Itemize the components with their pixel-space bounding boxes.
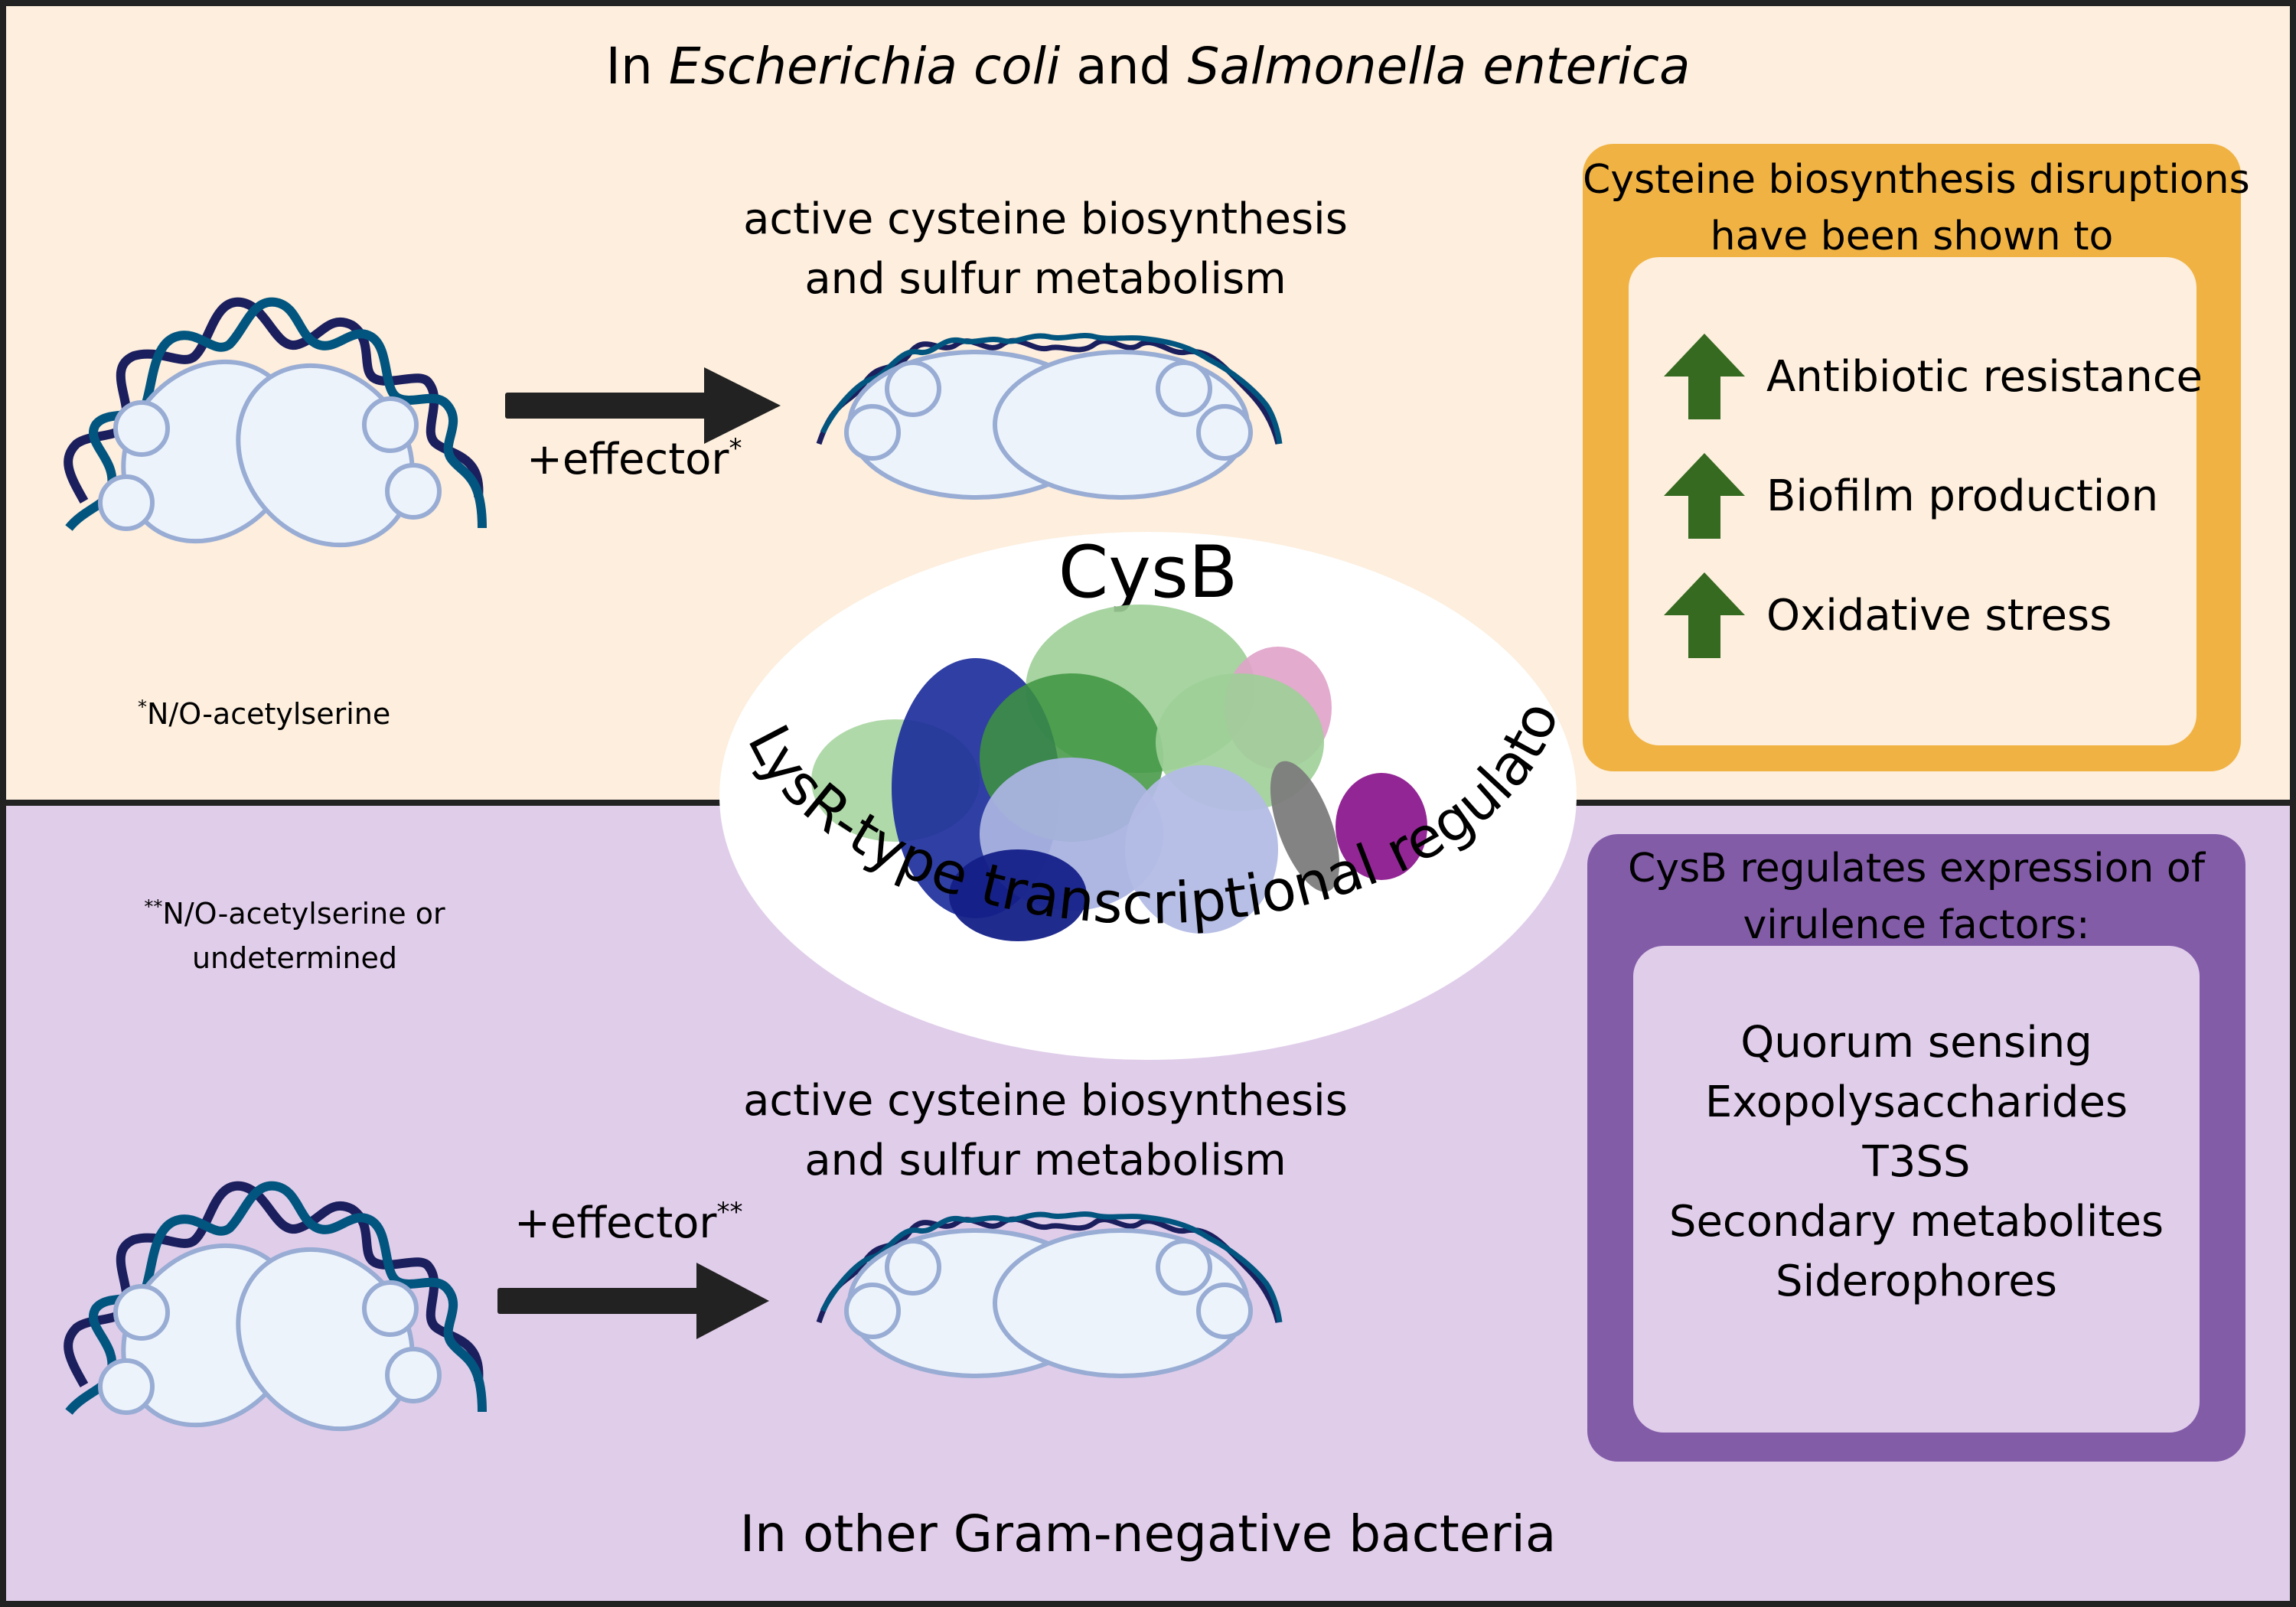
virulence-factor: Quorum sensing bbox=[1740, 1018, 2092, 1068]
dna-binding-domain bbox=[844, 1283, 901, 1339]
bottom-panel-title: In other Gram-negative bacteria bbox=[739, 1504, 1557, 1563]
footnote-text: N/O-acetylserine or bbox=[162, 897, 445, 931]
footnote-marker: ** bbox=[144, 896, 163, 918]
virulence-factor: Siderophores bbox=[1776, 1257, 2057, 1306]
species-escherichia-coli: Escherichia coli bbox=[668, 37, 1061, 96]
disruptions-inner-panel: Antibiotic resistance Biofilm production… bbox=[1629, 257, 2203, 745]
title-prefix: In bbox=[605, 37, 669, 96]
virulence-heading: CysB regulates expression of virulence f… bbox=[1587, 840, 2245, 953]
effector-arrow-bottom bbox=[497, 1263, 769, 1339]
effector-label-top: +effector* bbox=[527, 433, 742, 484]
dna-binding-domain bbox=[113, 400, 170, 457]
heading-line-2: virulence factors: bbox=[1743, 902, 2090, 948]
protein-dimer bbox=[844, 350, 1253, 500]
footnote-text: N/O-acetylserine bbox=[147, 697, 391, 731]
ribbon-chain-gray bbox=[1270, 761, 1340, 892]
protein-dimer bbox=[844, 1228, 1253, 1378]
disruptions-box: Cysteine biosynthesis disruptions have b… bbox=[1583, 144, 2250, 771]
dna-strand-teal bbox=[820, 1211, 1283, 1323]
virulence-factor: T3SS bbox=[1862, 1137, 1971, 1187]
effect-label: Antibiotic resistance bbox=[1766, 351, 2203, 402]
footnote-line-1: **N/O-acetylserine or bbox=[122, 885, 467, 936]
footnote-marker: * bbox=[138, 696, 147, 718]
cysb-center-oval: CysB a LysR-type transcriptional regulat… bbox=[694, 476, 1577, 1060]
bottom-footnote: **N/O-acetylserine or undetermined bbox=[122, 885, 467, 980]
footnote-marker: * bbox=[729, 433, 742, 464]
dna-binding-domain bbox=[1156, 1239, 1212, 1296]
cysb-dna-complex-active-bottom bbox=[816, 1211, 1283, 1378]
protein-dimer bbox=[98, 359, 442, 548]
ribbon-chain-periwinkle bbox=[1125, 765, 1278, 934]
bottom-active-caption: active cysteine biosynthesis and sulfur … bbox=[739, 1071, 1352, 1191]
virulence-factor: Exopolysaccharides bbox=[1704, 1077, 2128, 1127]
heading-line-1: CysB regulates expression of bbox=[1627, 846, 2206, 892]
top-footnote: *N/O-acetylserine bbox=[138, 685, 390, 736]
effect-item: Antibiotic resistance bbox=[1664, 334, 2203, 419]
dna-binding-domain bbox=[1196, 404, 1253, 461]
protein-name: CysB bbox=[1058, 531, 1238, 614]
dna-binding-domain bbox=[885, 360, 941, 417]
virulence-inner-panel: Quorum sensing Exopolysaccharides T3SS S… bbox=[1633, 946, 2200, 1433]
dna-binding-domain bbox=[385, 463, 442, 520]
ribbon-chain-purple bbox=[1336, 773, 1427, 880]
dna-double-helix bbox=[816, 1211, 1283, 1324]
dna-binding-domain bbox=[362, 1280, 419, 1337]
ribbon-chain-darkblue bbox=[949, 849, 1087, 941]
dna-strand-teal bbox=[820, 333, 1283, 445]
dna-binding-domain bbox=[113, 1284, 170, 1341]
top-panel-title: In Escherichia coli and Salmonella enter… bbox=[0, 37, 2296, 96]
caption-line-2: and sulfur metabolism bbox=[804, 1136, 1287, 1185]
dna-binding-domain bbox=[98, 474, 155, 531]
effect-label: Oxidative stress bbox=[1766, 590, 2112, 641]
effector-text: +effector bbox=[527, 435, 729, 484]
up-arrow-icon bbox=[1664, 453, 1745, 539]
dna-binding-domain bbox=[385, 1347, 442, 1403]
effector-arrow-top bbox=[505, 367, 781, 444]
disruptions-heading: Cysteine biosynthesis disruptions have b… bbox=[1583, 152, 2250, 265]
heading-line-1: Cysteine biosynthesis disruptions bbox=[1583, 157, 2250, 203]
dna-binding-domain bbox=[885, 1239, 941, 1296]
cysb-dna-complex-inactive-bottom bbox=[64, 1181, 487, 1432]
cysb-dna-complex-active-top bbox=[816, 333, 1283, 500]
dna-binding-domain bbox=[1156, 360, 1212, 417]
virulence-box: CysB regulates expression of virulence f… bbox=[1587, 834, 2245, 1462]
caption-line-1: active cysteine biosynthesis bbox=[743, 1076, 1348, 1126]
up-arrow-icon bbox=[1664, 572, 1745, 658]
up-arrow-icon bbox=[1664, 334, 1745, 419]
dna-binding-domain bbox=[98, 1358, 155, 1415]
top-active-caption: active cysteine biosynthesis and sulfur … bbox=[739, 190, 1352, 309]
caption-line-1: active cysteine biosynthesis bbox=[743, 194, 1348, 244]
dna-binding-domain bbox=[844, 404, 901, 461]
caption-line-2: and sulfur metabolism bbox=[804, 254, 1287, 304]
effector-text: +effector bbox=[514, 1198, 717, 1248]
dna-double-helix bbox=[816, 333, 1283, 445]
footnote-marker: ** bbox=[716, 1197, 743, 1227]
heading-line-2: have been shown to bbox=[1710, 214, 2114, 259]
dna-binding-domain bbox=[362, 396, 419, 453]
effector-label-bottom: +effector** bbox=[514, 1197, 742, 1248]
dna-binding-domain bbox=[1196, 1283, 1253, 1339]
cysb-dna-complex-inactive-top bbox=[64, 297, 487, 548]
dna-strand-teal bbox=[65, 1181, 487, 1415]
effect-item: Biofilm production bbox=[1664, 453, 2158, 539]
effect-label: Biofilm production bbox=[1766, 471, 2159, 521]
protein-dimer bbox=[98, 1243, 442, 1432]
species-salmonella-enterica: Salmonella enterica bbox=[1187, 37, 1691, 96]
protein-structure-ribbon bbox=[811, 605, 1427, 941]
dna-strand-teal bbox=[65, 297, 487, 531]
effect-item: Oxidative stress bbox=[1664, 572, 2112, 658]
footnote-line-2: undetermined bbox=[191, 941, 398, 975]
virulence-factor: Secondary metabolites bbox=[1668, 1197, 2164, 1247]
virulence-factor-list: Quorum sensing Exopolysaccharides T3SS S… bbox=[1633, 1013, 2200, 1312]
title-conjunction: and bbox=[1060, 37, 1188, 96]
